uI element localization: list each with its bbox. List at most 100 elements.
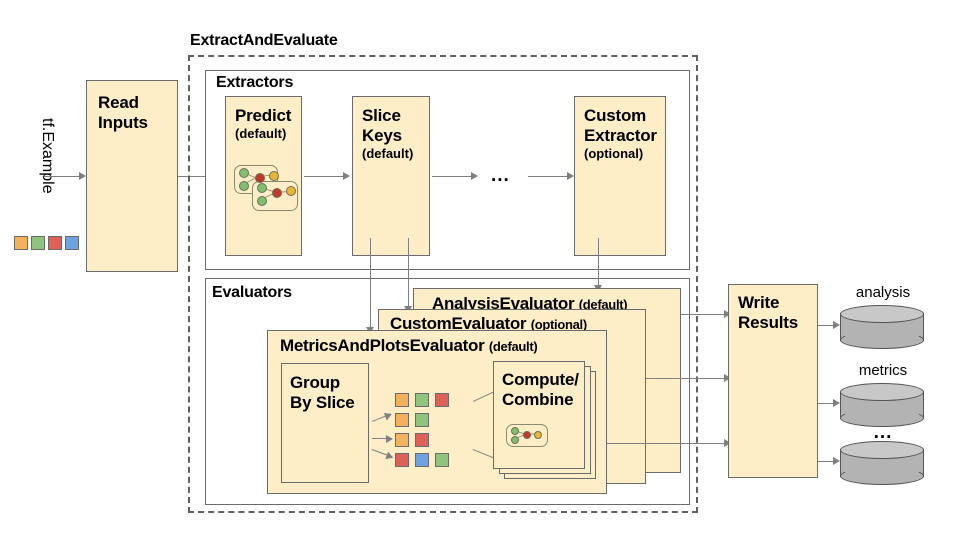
arrow-metrics-to-write-head bbox=[724, 439, 731, 447]
arrow-predict-to-slicekeys bbox=[304, 176, 344, 177]
extractors-ellipsis: ... bbox=[491, 165, 510, 186]
input-chips bbox=[14, 236, 79, 250]
metrics-database-label: metrics bbox=[858, 362, 908, 379]
db-bottom bbox=[840, 331, 924, 349]
model-graph-icon bbox=[506, 424, 548, 447]
db-bottom bbox=[840, 409, 924, 427]
extractor-custom-line1: Custom bbox=[584, 106, 647, 125]
connector-custom-extractor bbox=[598, 238, 599, 286]
group-by-slice-line1: Group bbox=[290, 373, 340, 392]
slice-chip bbox=[435, 453, 449, 467]
graph-node bbox=[269, 171, 279, 181]
analysis-database[interactable] bbox=[840, 305, 924, 349]
graph-node bbox=[239, 181, 249, 191]
chip-blue bbox=[65, 236, 79, 250]
write-results-line2: Results bbox=[738, 313, 799, 332]
compute-combine-line2: Combine bbox=[502, 390, 574, 409]
graph-node bbox=[272, 188, 282, 198]
connector-slicekeys-left bbox=[370, 238, 371, 328]
extract-and-evaluate-container bbox=[188, 55, 698, 513]
evaluator-custom-name: CustomEvaluator bbox=[390, 314, 527, 333]
evaluator-metrics-and-plots-qualifier: (default) bbox=[488, 339, 538, 354]
arrow-group-to-slice-2 bbox=[372, 435, 393, 443]
arrow-write-to-metrics bbox=[818, 403, 836, 404]
other-database[interactable] bbox=[840, 441, 924, 485]
graph-node bbox=[255, 173, 265, 183]
slice-chip bbox=[395, 413, 409, 427]
arrow-custom-to-write-head bbox=[724, 374, 731, 382]
db-top bbox=[840, 441, 924, 459]
extractor-predict-qualifier: (default) bbox=[235, 126, 287, 141]
graph-node bbox=[286, 186, 296, 196]
db-top bbox=[840, 383, 924, 401]
arrow-analysis-to-write-head bbox=[724, 310, 731, 318]
evaluator-custom-title: CustomEvaluator (optional) bbox=[390, 314, 587, 334]
evaluators-panel-label: Evaluators bbox=[212, 284, 292, 301]
slice-chip bbox=[395, 453, 409, 467]
chip-red bbox=[48, 236, 62, 250]
slice-chip bbox=[395, 393, 409, 407]
extractor-slice-keys-line1: Slice bbox=[362, 106, 401, 125]
extractor-predict-box[interactable]: Predict (default) bbox=[225, 96, 302, 256]
arrow-ellipsis-to-custom bbox=[528, 176, 568, 177]
evaluator-metrics-and-plots-name: MetricsAndPlotsEvaluator bbox=[280, 336, 485, 355]
evaluator-metrics-and-plots-card[interactable]: MetricsAndPlotsEvaluator (default) Group… bbox=[267, 330, 607, 494]
model-graph-icon bbox=[234, 165, 298, 211]
graph-node bbox=[239, 168, 249, 178]
analysis-database-label: analysis bbox=[855, 284, 911, 301]
group-by-slice-box[interactable]: Group By Slice bbox=[281, 363, 369, 483]
other-database-label: ... bbox=[873, 422, 893, 443]
evaluator-analysis-name: AnalysisEvaluator bbox=[432, 294, 575, 313]
arrow-write-to-analysis-head bbox=[833, 321, 840, 329]
arrow-input-to-read bbox=[44, 176, 80, 177]
arrow-predict-to-slicekeys-head bbox=[343, 172, 350, 180]
graph-node bbox=[511, 436, 519, 444]
graph-node bbox=[523, 431, 531, 439]
input-label: tf.Example bbox=[39, 118, 56, 194]
slice-chip bbox=[395, 433, 409, 447]
compute-combine-line1: Compute/ bbox=[502, 370, 579, 389]
extractor-slice-keys-line2: Keys bbox=[362, 126, 402, 145]
write-results-line1: Write bbox=[738, 293, 780, 312]
graph-node bbox=[534, 431, 542, 439]
slice-chip bbox=[415, 393, 429, 407]
extractor-slice-keys-box[interactable]: Slice Keys (default) bbox=[352, 96, 430, 256]
group-by-slice-line2: By Slice bbox=[290, 393, 355, 412]
extractor-custom-line2: Extractor bbox=[584, 126, 657, 145]
arrow-metrics-to-write bbox=[607, 443, 726, 444]
arrow-write-to-analysis bbox=[818, 325, 836, 326]
graph-node bbox=[511, 427, 519, 435]
arrow-input-to-read-head bbox=[79, 172, 86, 180]
evaluator-custom-qualifier: (optional) bbox=[530, 317, 588, 332]
db-top bbox=[840, 305, 924, 323]
arrow-group-to-slice-1 bbox=[372, 410, 394, 422]
chip-orange bbox=[14, 236, 28, 250]
arrow-custom-to-write bbox=[646, 378, 726, 379]
extractor-custom-box[interactable]: Custom Extractor (optional) bbox=[574, 96, 666, 256]
arrow-ellipsis-to-custom-head bbox=[567, 172, 574, 180]
arrow-write-to-metrics-head bbox=[833, 399, 840, 407]
compute-combine-box[interactable]: Compute/ Combine bbox=[493, 361, 585, 469]
read-inputs-box[interactable]: Read Inputs bbox=[86, 80, 178, 272]
evaluator-analysis-qualifier: (default) bbox=[578, 297, 628, 312]
arrow-group-to-slice-3 bbox=[371, 449, 395, 462]
arrow-write-to-other-head bbox=[833, 457, 840, 465]
slice-chip bbox=[435, 393, 449, 407]
write-results-box[interactable]: Write Results bbox=[728, 284, 818, 478]
arrow-slicekeys-to-ellipsis bbox=[432, 176, 472, 177]
arrow-analysis-to-write bbox=[681, 314, 726, 315]
slice-chip bbox=[415, 413, 429, 427]
graph-node bbox=[257, 196, 267, 206]
metrics-database[interactable] bbox=[840, 383, 924, 427]
connector-slicekeys-right bbox=[408, 238, 409, 307]
chip-green bbox=[31, 236, 45, 250]
arrow-read-to-extract bbox=[178, 176, 218, 177]
slice-chip bbox=[415, 433, 429, 447]
read-inputs-line1: Read bbox=[98, 93, 139, 112]
graph-node bbox=[257, 183, 267, 193]
extract-and-evaluate-title: ExtractAndEvaluate bbox=[190, 32, 338, 49]
extractors-panel-label: Extractors bbox=[216, 74, 294, 91]
db-bottom bbox=[840, 467, 924, 485]
extractor-slice-keys-qualifier: (default) bbox=[362, 146, 414, 161]
